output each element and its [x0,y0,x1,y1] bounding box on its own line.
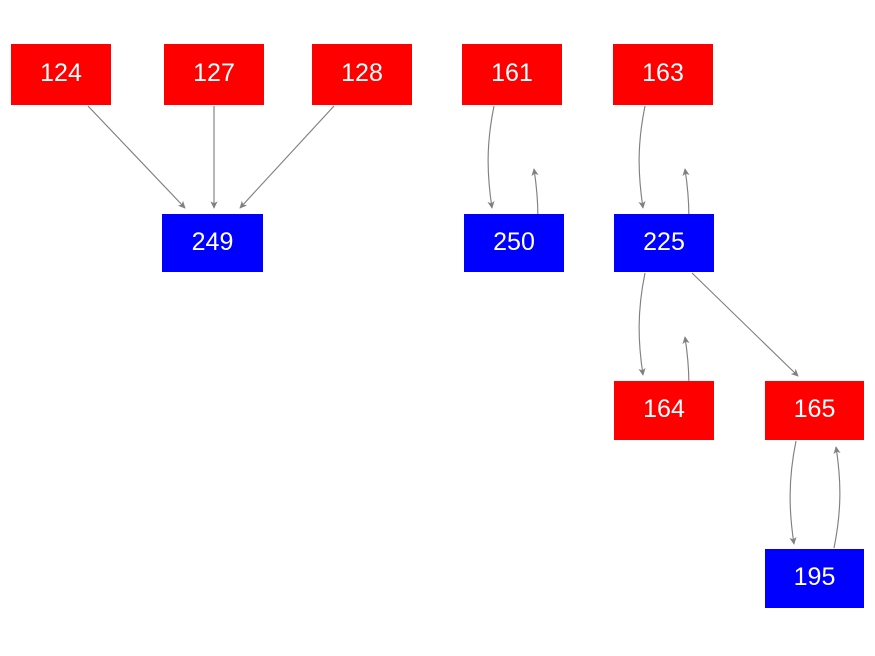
node-164[interactable]: 164 [614,381,714,440]
node-label: 164 [643,395,685,423]
node-249[interactable]: 249 [162,214,263,272]
node-127[interactable]: 127 [164,44,264,105]
node-label: 163 [642,59,684,87]
edge-165-195 [789,440,797,545]
node-128[interactable]: 128 [312,44,412,105]
node-195[interactable]: 195 [765,549,864,608]
edge-225-165 [691,272,799,377]
node-165[interactable]: 165 [765,381,864,440]
edge-128-249 [239,105,335,209]
node-163[interactable]: 163 [613,44,713,105]
edge-225-164 [638,272,646,376]
node-label: 128 [341,59,383,87]
node-225[interactable]: 225 [614,214,714,272]
edge-163-225 [638,105,646,209]
node-label: 250 [493,227,535,256]
node-label: 127 [193,59,235,87]
node-label: 161 [491,59,533,87]
node-label: 249 [191,227,234,256]
node-124[interactable]: 124 [11,44,111,105]
node-label: 124 [40,59,82,87]
node-label: 195 [793,563,836,591]
edge-161-250 [487,105,495,209]
node-label: 225 [643,227,685,256]
node-250[interactable]: 250 [464,214,564,272]
edge-195-165 [833,446,841,549]
node-161[interactable]: 161 [462,44,562,105]
node-label: 165 [793,395,836,423]
edge-124-249 [87,105,186,209]
